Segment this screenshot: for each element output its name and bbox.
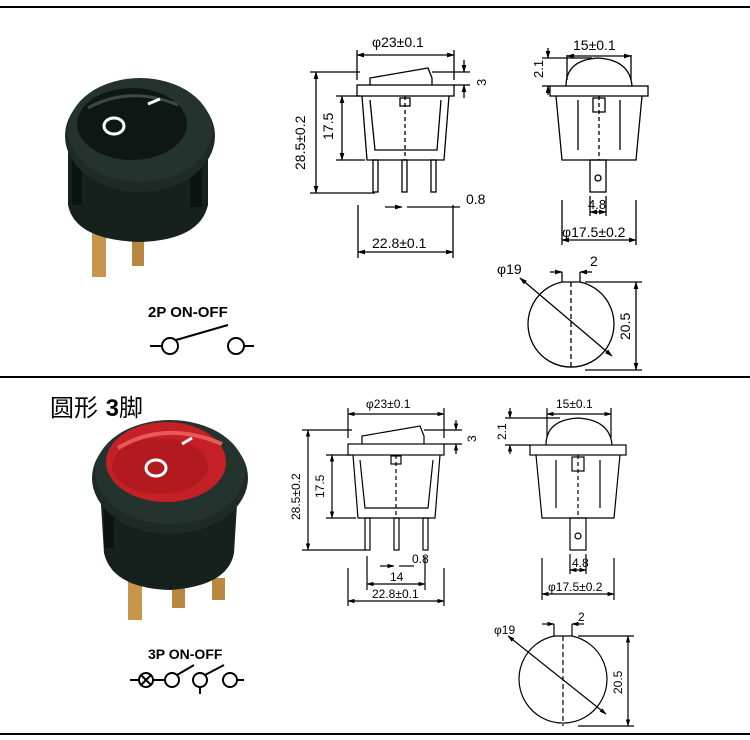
switch-photo-red [92,420,248,620]
top-border [0,6,750,8]
dim-front-spacing-3p: 14 [390,570,404,584]
dim-cutout-height: 20.5 [617,313,633,340]
side-view-labels: 15±0.1 2.1 4.8 φ17.5±0.2 [531,37,626,240]
dim-front-rocker-3p: 3 [465,435,479,442]
dim-front-body-3p: 17.5 [313,474,327,498]
dim-front-pin: 0.8 [466,191,486,207]
cutout-drawing-3p [507,621,634,727]
circuit-label-2p: 2P ON-OFF [148,304,228,321]
side-view-drawing-3p [505,408,627,600]
dim-side-base: φ17.5±0.2 [562,224,626,240]
front-view-labels-3p: φ23±0.1 28.5±0.2 17.5 3 0.8 14 22.8±0.1 [289,397,479,601]
front-view-labels: φ23±0.1 28.5±0.2 17.5 3 0.8 22.8±0.1 [292,34,489,251]
dim-front-height: 28.5±0.2 [292,115,308,170]
dim-front-body: 17.5 [320,113,336,140]
dim-side-top: 15±0.1 [573,37,616,53]
panel-2pin: 2P ON-OFF [65,34,649,371]
dim-front-base-3p: 22.8±0.1 [372,587,419,601]
circuit-label-3p: 3P ON-OFF [148,646,223,662]
dim-side-top-3p: 15±0.1 [556,397,593,411]
dim-side-terminal-3p: 4.8 [572,556,589,570]
front-view-drawing-3p [302,408,462,606]
section-title: 圆形 3脚 [50,394,143,422]
dim-cutout-diameter-3p: φ19 [494,623,515,637]
front-view-drawing [310,50,470,258]
cutout-labels-3p: φ19 2 20.5 [494,610,625,694]
cutout-drawing [519,269,642,371]
side-view-drawing [542,48,649,245]
dim-side-dome: 2.1 [531,60,546,78]
dim-cutout-diameter: φ19 [497,261,522,277]
dim-front-height-3p: 28.5±0.2 [289,473,303,520]
dim-side-base-3p: φ17.5±0.2 [548,580,603,594]
dim-front-pin-3p: 0.8 [412,552,429,566]
dim-front-base: 22.8±0.1 [372,235,427,251]
circuit-symbol-2p [150,324,254,355]
dim-side-terminal: 4.8 [588,197,606,212]
dim-cutout-height-3p: 20.5 [611,670,625,694]
dim-cutout-flat-3p: 2 [578,610,585,624]
panel-3pin: 3P ON-OFF [0,378,750,733]
dim-front-width-3p: φ23±0.1 [366,397,411,411]
section-divider [0,376,750,378]
circuit-symbol-3p [130,664,244,694]
dim-cutout-flat: 2 [590,253,598,269]
side-view-labels-3p: 15±0.1 2.1 4.8 φ17.5±0.2 [495,397,603,594]
dim-side-dome-3p: 2.1 [495,423,509,440]
bottom-border [0,733,750,735]
dim-front-rocker: 3 [474,79,489,86]
cutout-labels: φ19 2 20.5 [497,253,633,340]
dim-front-width: φ23±0.1 [372,34,424,50]
switch-photo-black [65,78,215,277]
